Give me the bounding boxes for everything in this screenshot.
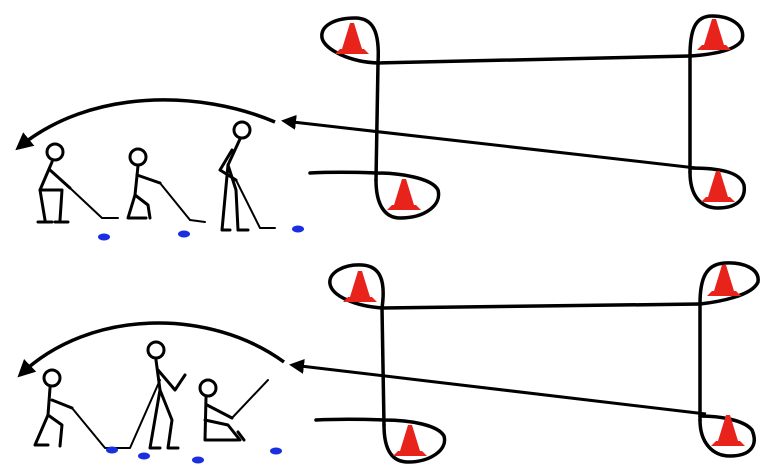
- pass-arrow-top: [281, 114, 697, 170]
- puck-icon: [178, 230, 190, 238]
- player-stand-icon: [218, 120, 276, 232]
- puck-icon: [292, 225, 304, 233]
- cone-icon: [697, 19, 731, 50]
- skating-path-bottom: [314, 261, 760, 464]
- cone-icon: [387, 179, 421, 210]
- cone-icon: [707, 265, 741, 296]
- puck-icon: [106, 446, 118, 454]
- player-kneel-icon: [33, 368, 121, 449]
- player-squat-icon: [36, 142, 119, 224]
- player-kneel-icon: [126, 147, 206, 223]
- drill-bottom: [17, 261, 760, 464]
- puck-icon: [138, 452, 150, 460]
- pass-arrow-bottom: [289, 358, 707, 416]
- puck-icon: [98, 233, 110, 241]
- cone-icon: [335, 23, 369, 54]
- cone-icon: [701, 171, 735, 202]
- player-sit-icon: [198, 378, 269, 442]
- puck-icon: [270, 447, 282, 455]
- skating-path-top: [308, 14, 747, 220]
- shot-arc-arrow-top: [15, 98, 276, 151]
- player-stand-icon: [114, 340, 187, 450]
- cone-icon: [711, 415, 745, 446]
- shot-arc-arrow-bottom: [17, 321, 286, 378]
- puck-icon: [192, 456, 204, 464]
- cone-icon: [343, 271, 377, 302]
- cone-icon: [393, 425, 427, 456]
- drill-top: [15, 14, 747, 241]
